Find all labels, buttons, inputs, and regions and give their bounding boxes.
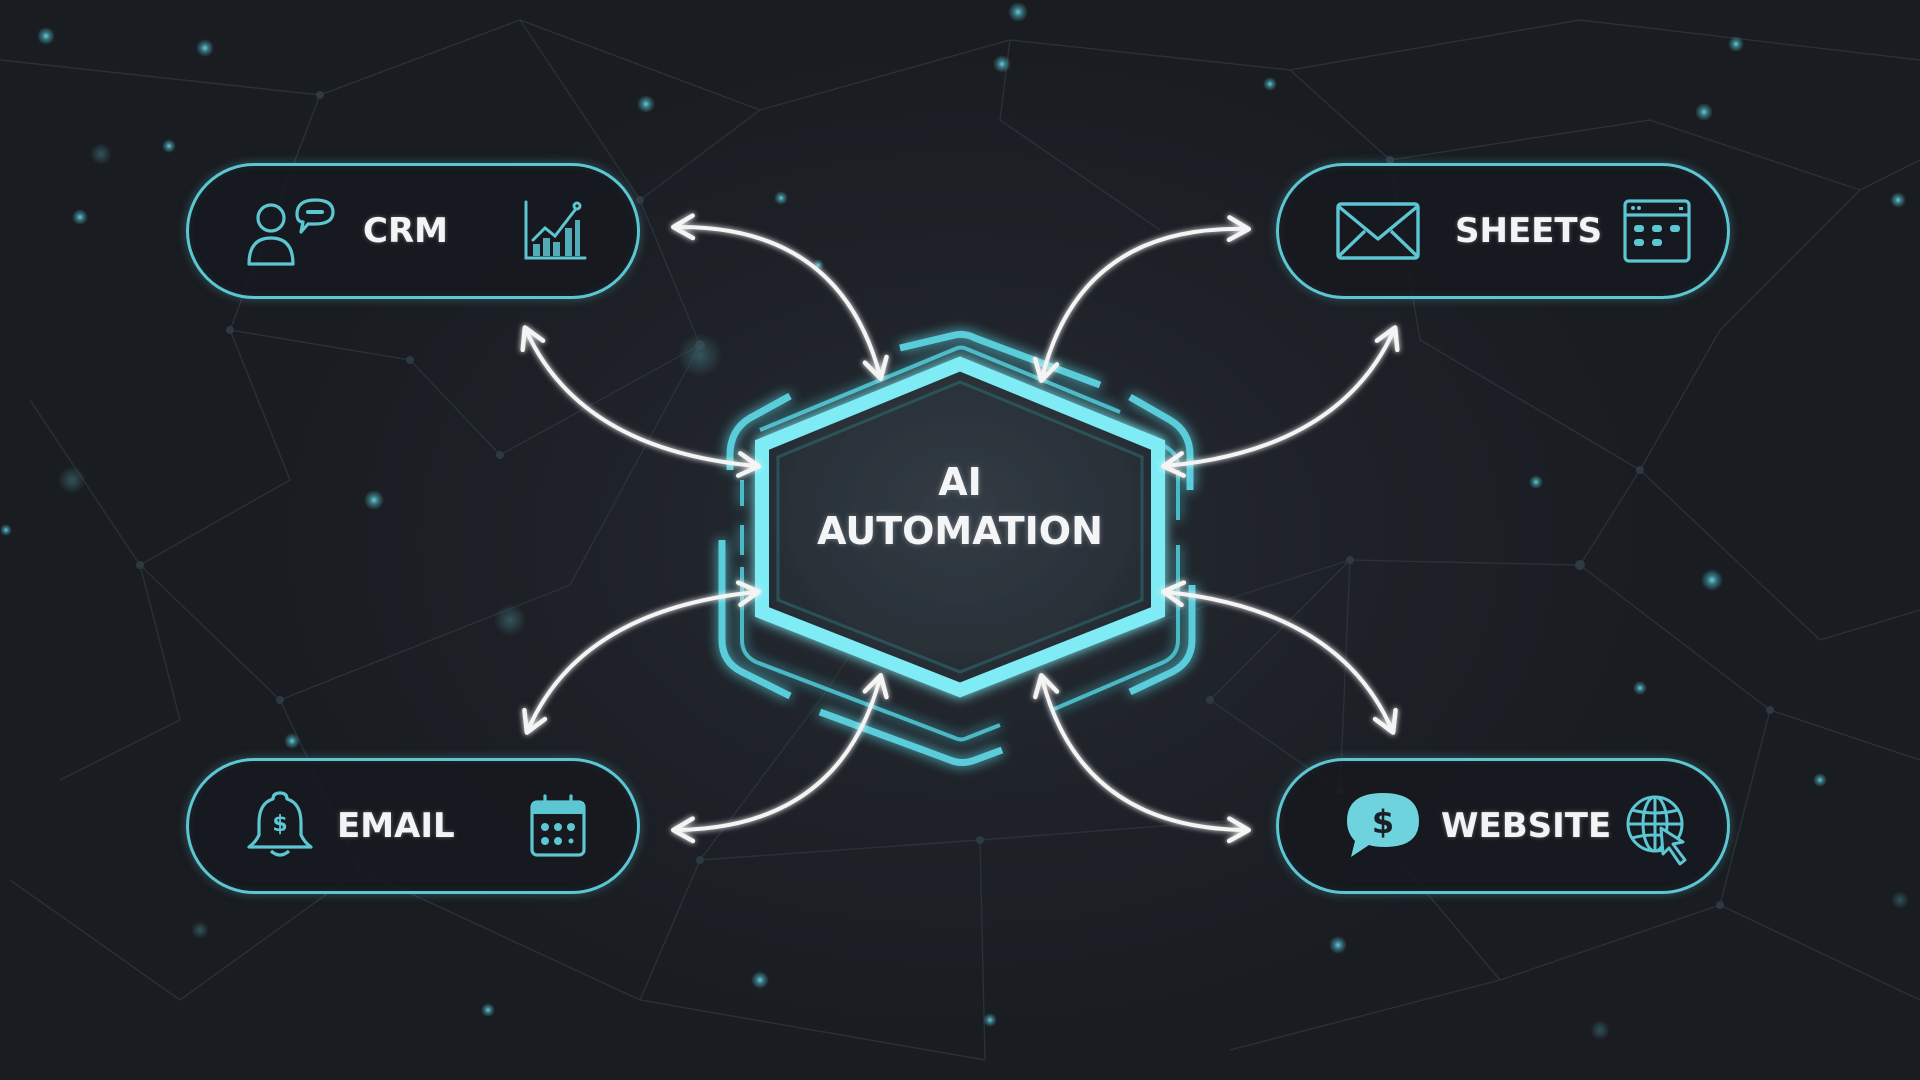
arrow-crm-hub-upper (670, 213, 889, 381)
node-email-label: EMAIL (337, 806, 455, 846)
svg-text:$: $ (1372, 803, 1394, 841)
spreadsheet-window-icon (1623, 199, 1691, 263)
arrow-email-hub-upper (522, 580, 762, 735)
svg-text:$: $ (272, 812, 287, 837)
node-sheets-label: SHEETS (1455, 211, 1603, 251)
arrow-email-hub-lower (670, 673, 889, 844)
calendar-icon (530, 794, 586, 857)
bell-dollar-icon: $ (247, 791, 313, 857)
node-email[interactable]: $ EMAIL (186, 758, 640, 894)
arrow-crm-hub-lower (520, 325, 762, 478)
node-website-label: WEBSITE (1441, 806, 1612, 846)
user-chat-icon (247, 198, 335, 266)
node-sheets[interactable]: SHEETS (1276, 163, 1730, 299)
arrow-website-hub-upper (1160, 580, 1398, 735)
node-crm-label: CRM (363, 211, 448, 251)
bar-chart-trend-icon (524, 200, 587, 260)
outer-ring-segment (899, 330, 1102, 389)
hub-title-line-2: AUTOMATION (817, 509, 1103, 553)
envelope-icon (1336, 202, 1420, 260)
arrow-sheets-hub-lower (1160, 325, 1400, 478)
node-crm[interactable]: CRM (186, 163, 640, 299)
arrow-website-hub-lower (1033, 673, 1252, 844)
arrow-sheets-hub-upper (1032, 215, 1252, 383)
hub-title-line-1: AI (938, 460, 982, 504)
node-website[interactable]: $ WEBSITE (1276, 758, 1730, 894)
globe-cursor-icon (1626, 795, 1687, 866)
dollar-speech-bubble-icon: $ (1347, 793, 1419, 857)
